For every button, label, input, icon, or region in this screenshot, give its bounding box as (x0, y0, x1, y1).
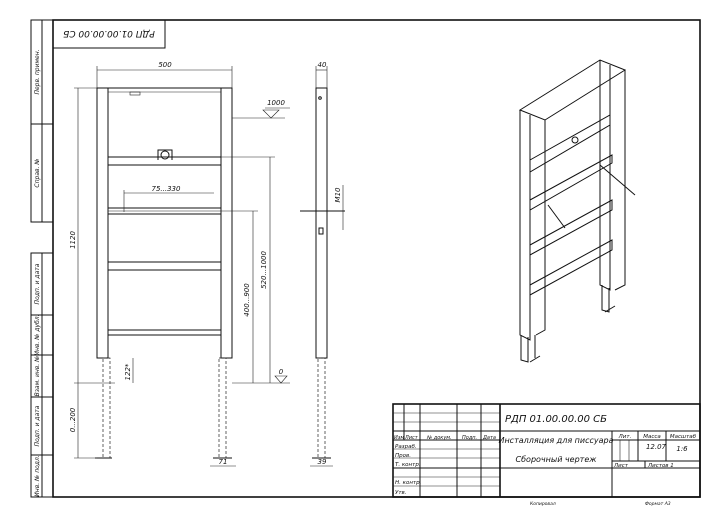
drawing-code: РДП 01.00.00.00 СБ (505, 414, 607, 425)
side-label: Подп. и дата (34, 405, 41, 446)
front-dimensions: 500 1120 0...200 122* 75...330 1000 0 52… (69, 61, 290, 467)
role-checker: Пров. (395, 453, 411, 459)
side-label: Перв. примен. (34, 49, 41, 94)
drawing-frame (52, 19, 701, 498)
dim-level-1000: 1000 (267, 99, 285, 107)
title-block: РДП 01.00.00.00 СБ Инсталляция для писсу… (392, 403, 701, 498)
side-view: 40 M10 39 (300, 61, 345, 467)
dim-width: 500 (158, 61, 172, 69)
isometric-view (518, 59, 636, 363)
header-sign: Подп. (462, 435, 477, 441)
dim-75-330: 75...330 (152, 185, 181, 193)
dim-122: 122* (124, 363, 132, 380)
drawing-name: Инсталляция для писсуара (498, 436, 613, 445)
copied-label: Копировал (530, 501, 556, 507)
scale-value: 1:6 (676, 445, 688, 453)
dim-height: 1120 (69, 231, 77, 249)
role-developer: Разраб. (395, 444, 417, 450)
side-strip: Перв. примен. Справ. № Подп. и дата Инв.… (30, 19, 54, 498)
stamp-code-text: РДП 01.00.00.00 СБ (63, 28, 155, 38)
sheets-label: Листов 1 (647, 463, 674, 469)
side-label: Справ. № (34, 158, 41, 187)
role-norm-control: Н. контр. (395, 480, 422, 486)
dim-foot-39: 39 (318, 458, 327, 466)
scale-label: Масштаб (670, 434, 697, 440)
role-approved: Утв. (395, 490, 407, 496)
dim-zero: 0 (279, 368, 284, 376)
header-date: Дата (482, 435, 496, 441)
dim-depth-40: 40 (318, 61, 327, 69)
role-tech-control: Т. контр. (395, 462, 421, 468)
mass-value: 12.07 (646, 443, 667, 451)
side-label: Подп. и дата (34, 263, 41, 304)
rotated-code-stamp: РДП 01.00.00.00 СБ (52, 19, 166, 49)
mass-label: Масса (643, 434, 661, 440)
lit-label: Лит. (618, 434, 632, 440)
side-label: Инв. № дубл. (34, 314, 41, 355)
header-list: Лист (404, 435, 419, 441)
sheet-label: Лист (613, 463, 629, 469)
header-doc: № докум. (426, 435, 452, 441)
dim-thread-m10: M10 (334, 187, 342, 202)
dim-400-900: 400...900 (243, 283, 251, 317)
front-view (95, 87, 233, 459)
side-label: Взам. инв. № (34, 356, 41, 397)
format-label: Формат A3 (645, 501, 671, 507)
header-izm: Изм (394, 435, 404, 441)
side-label: Инв. № подл. (34, 455, 41, 496)
dim-foot-71: 71 (219, 458, 228, 466)
dim-520-1000: 520...1000 (260, 251, 268, 289)
document-type: Сборочный чертеж (516, 455, 598, 464)
dim-leg-range: 0...200 (69, 407, 77, 432)
